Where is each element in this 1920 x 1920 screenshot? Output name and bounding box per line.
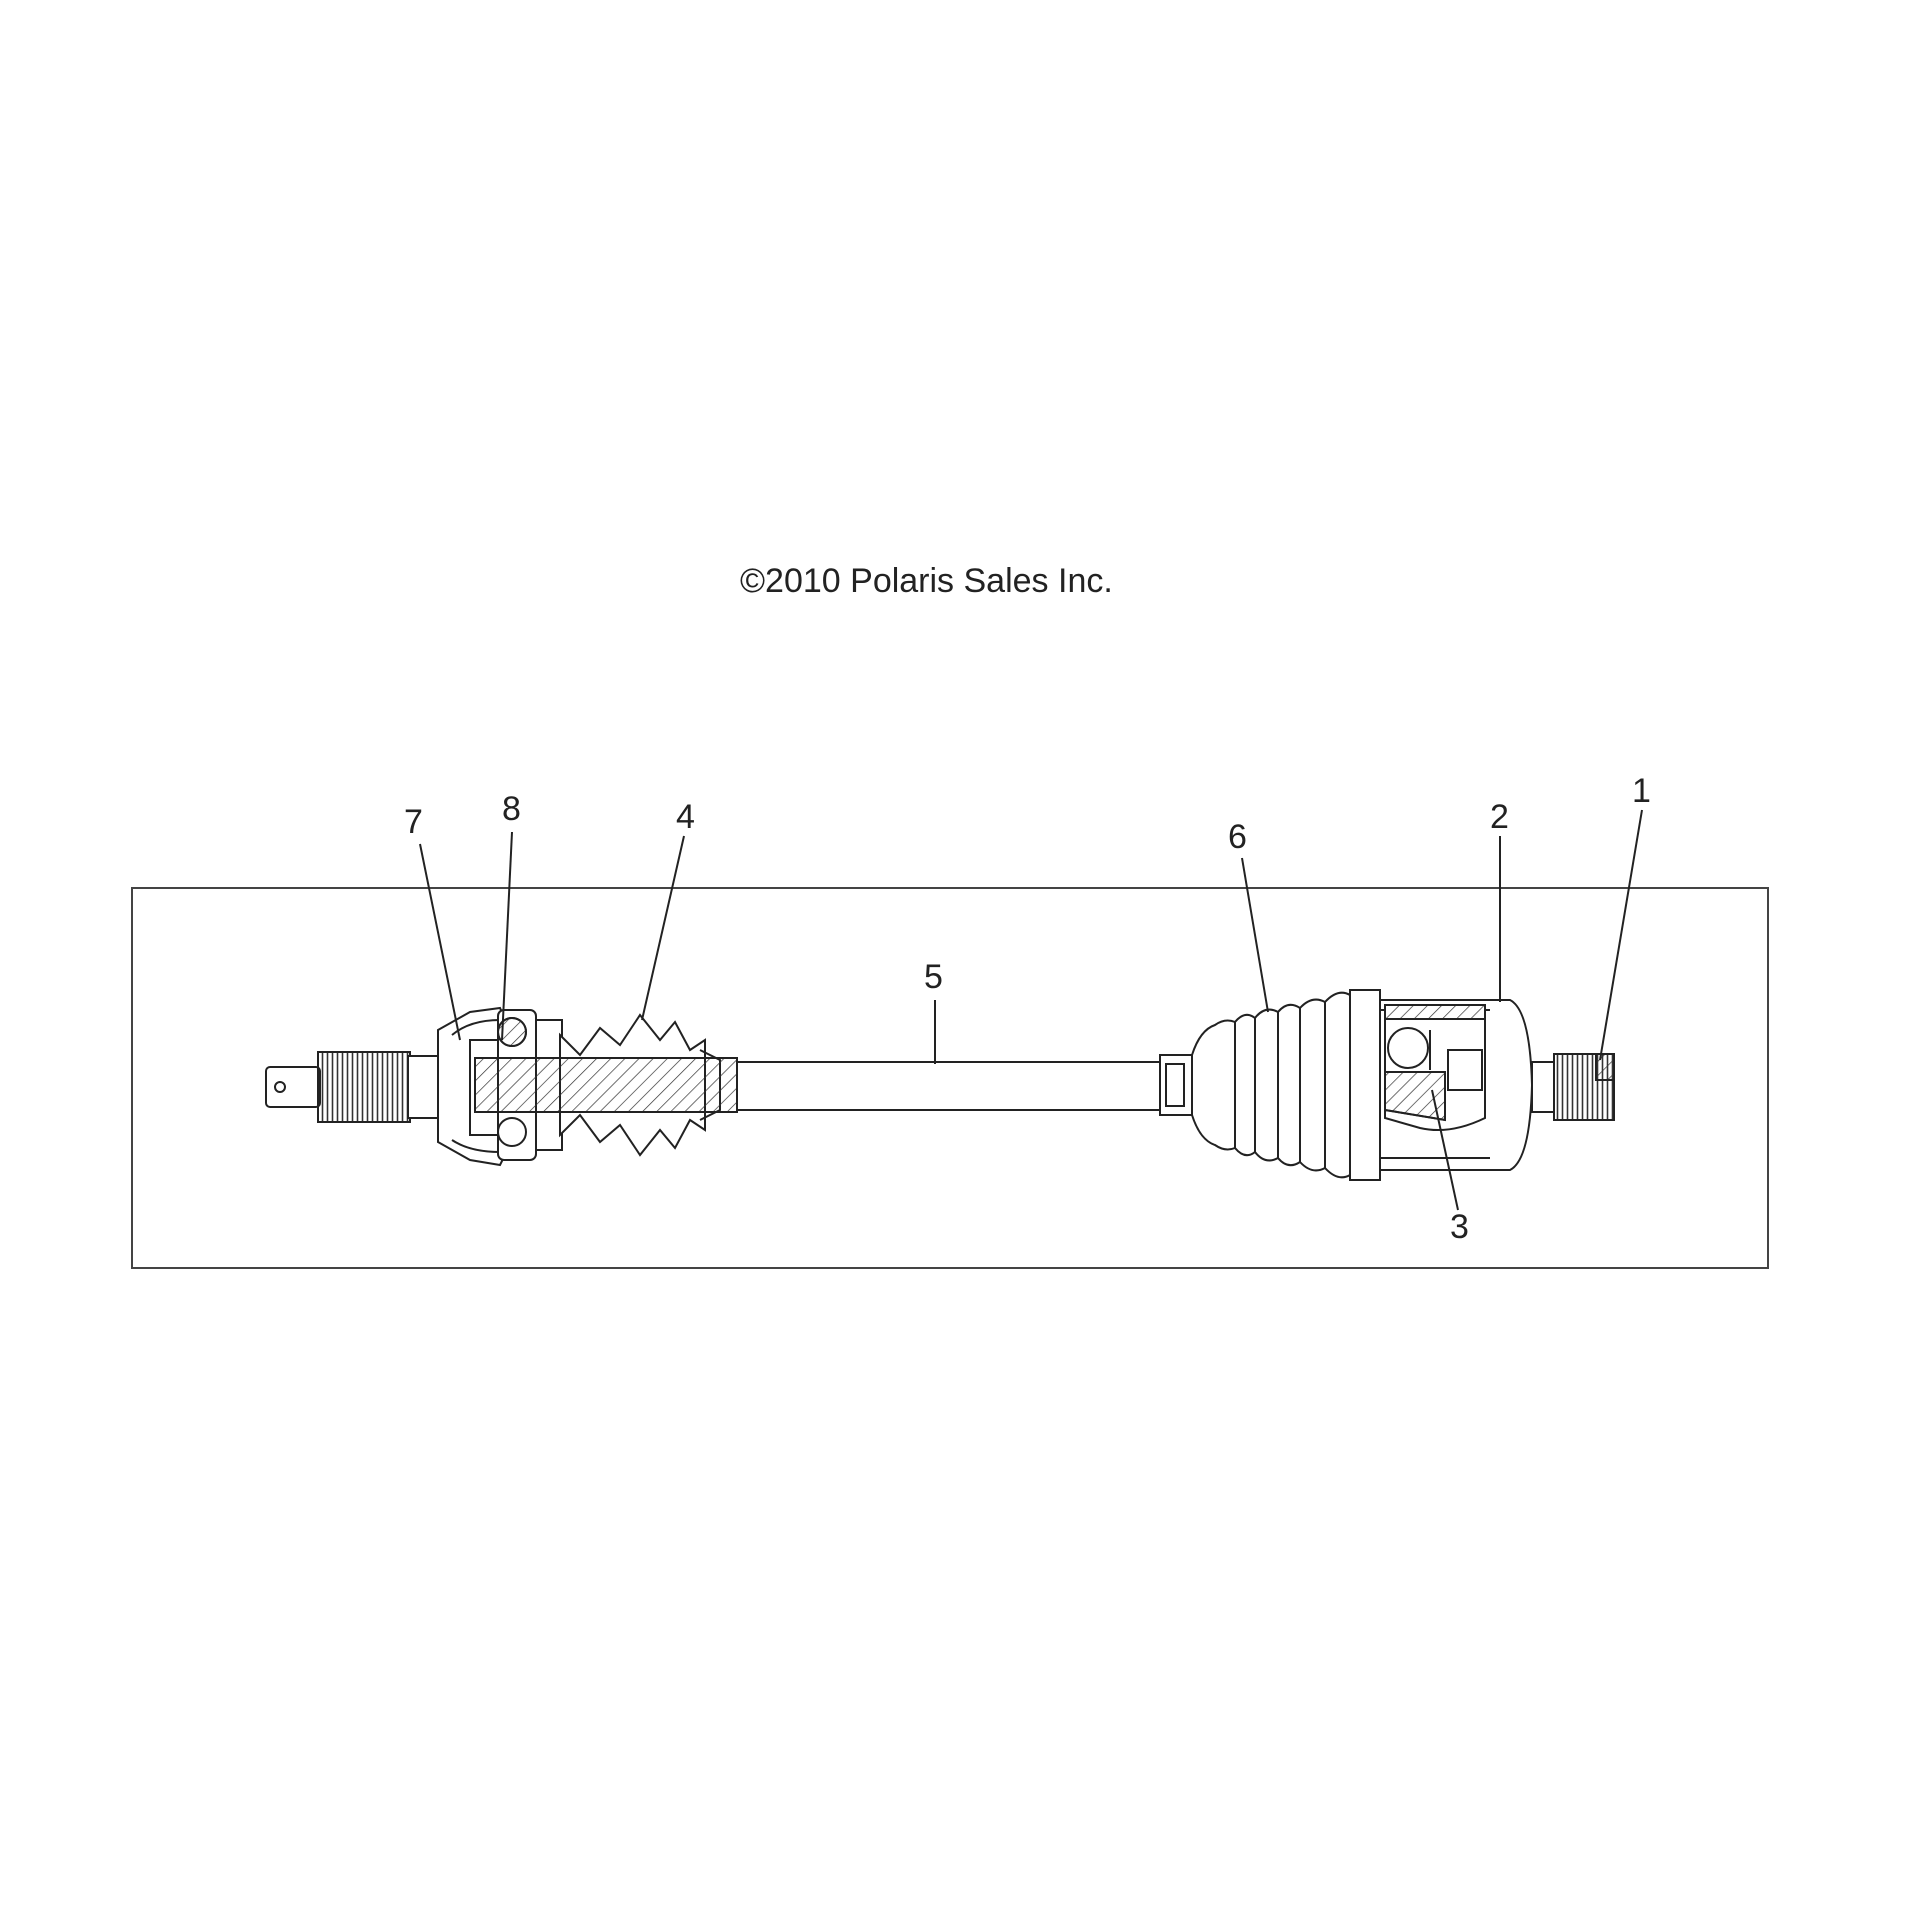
- right-cv-boot: [1191, 991, 1351, 1179]
- callout-5: 5: [924, 958, 943, 996]
- callout-4: 4: [676, 798, 695, 836]
- left-stub-shaft: [265, 1051, 439, 1123]
- inner-cv-housing: [1349, 989, 1534, 1181]
- leader-line-6: [1241, 857, 1269, 1013]
- callout-3: 3: [1450, 1208, 1469, 1246]
- callout-6: 6: [1228, 818, 1247, 856]
- right-boot-collar: [1159, 1054, 1193, 1116]
- right-stub-shaft: [1531, 1053, 1615, 1121]
- copyright-text: ©2010 Polaris Sales Inc.: [740, 562, 1113, 600]
- leader-line-4: [641, 835, 685, 1021]
- leader-line-8: [501, 831, 513, 1041]
- diagram-frame: [131, 887, 1769, 1269]
- callout-8: 8: [502, 790, 521, 828]
- inner-shaft-cutaway: [474, 1057, 738, 1113]
- leader-line-1: [1599, 809, 1643, 1061]
- leader-line-3: [1431, 1089, 1459, 1211]
- leader-line-7: [419, 843, 461, 1041]
- callout-7: 7: [404, 803, 423, 841]
- axle-shaft: [736, 1061, 1163, 1111]
- callout-1: 1: [1632, 772, 1651, 810]
- callout-2: 2: [1490, 798, 1509, 836]
